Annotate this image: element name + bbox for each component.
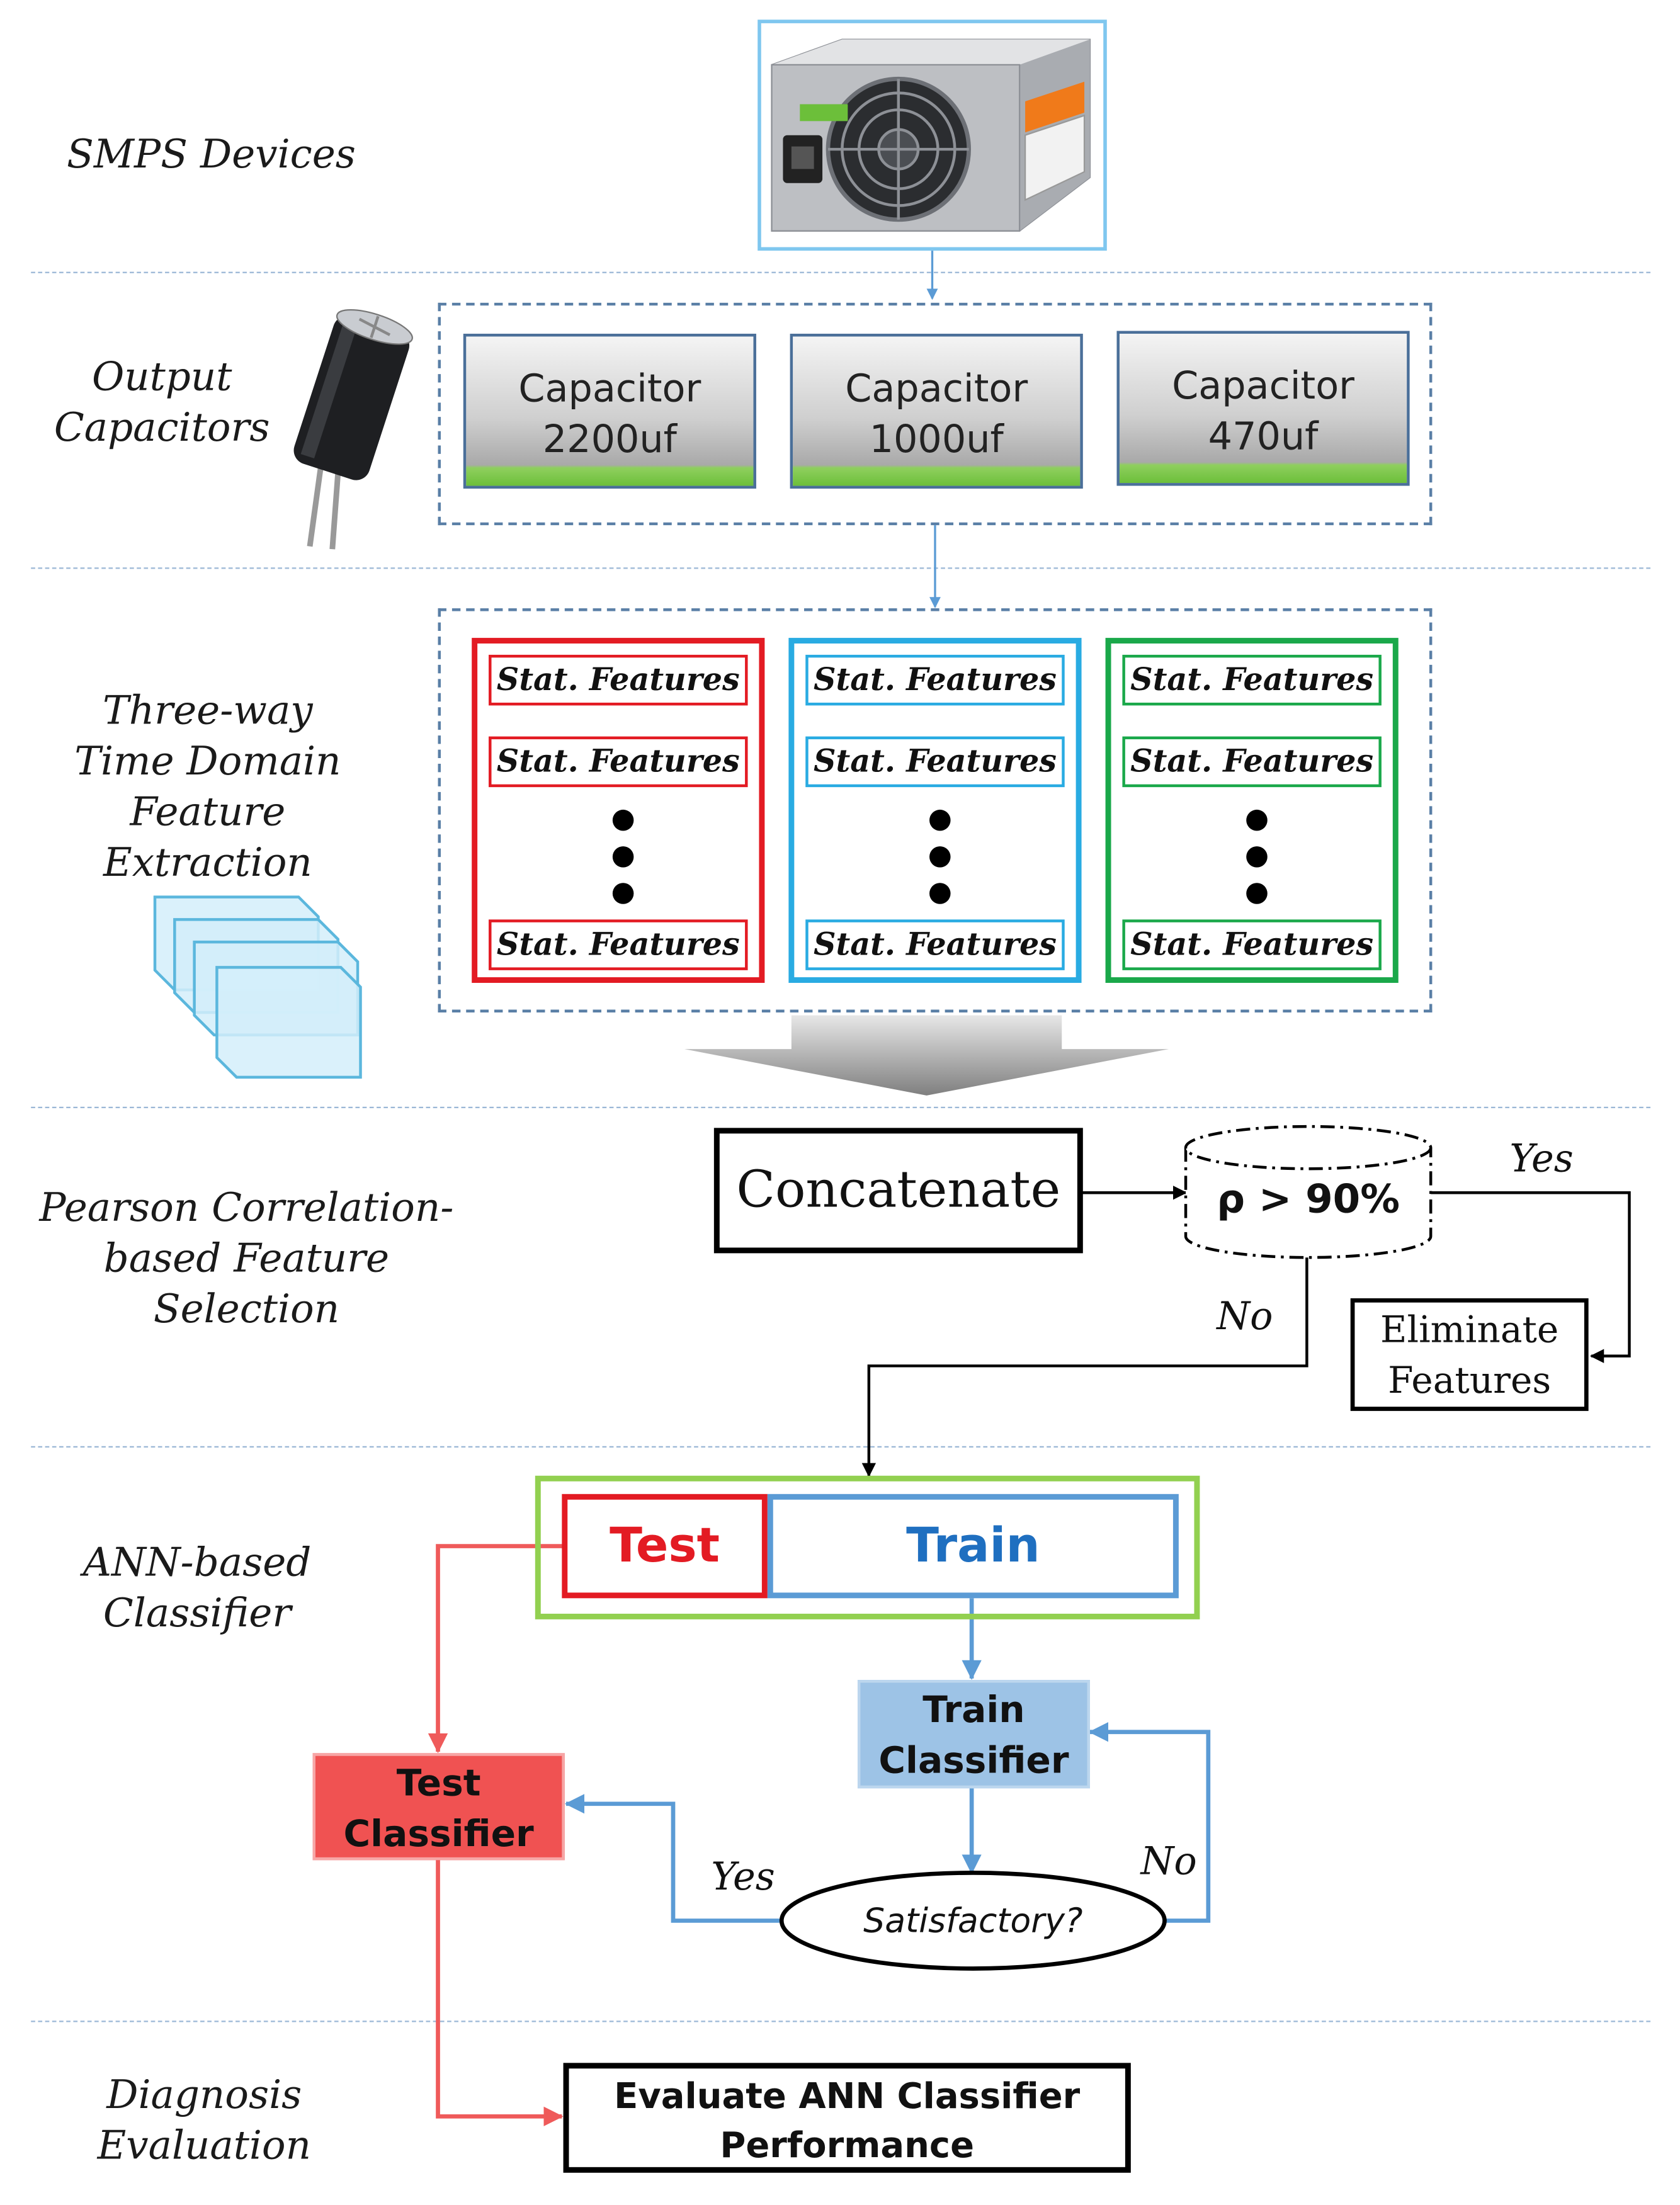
stage-separator <box>31 567 1651 569</box>
ellipsis-dot <box>929 809 951 831</box>
stat-features-box: Stat. Features <box>805 919 1065 970</box>
stage-label-evaluation: Diagnosis Evaluation <box>97 2071 311 2169</box>
stage-separator <box>31 1106 1651 1109</box>
stage-separator <box>31 2021 1651 2022</box>
feature-group-red: Stat. Features Stat. Features Stat. Feat… <box>472 638 765 983</box>
stat-features-box: Stat. Features <box>1122 736 1382 788</box>
eliminate-features-box: Eliminate Features <box>1350 1298 1589 1411</box>
train-split-box: Train <box>767 1494 1179 1599</box>
stage-label-classifier: ANN-based Classifier <box>82 1539 312 1636</box>
satisfactory-label: Satisfactory? <box>863 1901 1083 1941</box>
ellipsis-dot <box>612 809 634 831</box>
stage-label-smps: SMPS Devices <box>67 130 356 178</box>
ellipsis-dot <box>929 846 951 868</box>
test-split-box: Test <box>562 1494 768 1599</box>
evaluate-performance-box: Evaluate ANN Classifier Performance <box>563 2063 1131 2173</box>
concatenate-box: Concatenate <box>713 1128 1083 1254</box>
arrow-no-to-split <box>861 1257 1308 1477</box>
capacitors-group <box>438 302 1433 526</box>
stat-features-box: Stat. Features <box>1122 919 1382 970</box>
stage-separator <box>31 1446 1651 1448</box>
stage-label-feature-selection: Pearson Correlation- based Feature Selec… <box>39 1184 454 1332</box>
capacitor-box: Capacitor 2200uf <box>463 334 756 489</box>
correlation-threshold-label: ρ > 90% <box>1217 1176 1400 1223</box>
feature-extraction-group <box>438 608 1433 1012</box>
test-classifier-box: Test Classifier <box>312 1753 565 1861</box>
ellipsis-dot <box>929 883 951 904</box>
stat-features-box: Stat. Features <box>1122 654 1382 706</box>
yes-label: Yes <box>1509 1138 1574 1182</box>
ellipsis-dot <box>612 883 634 904</box>
satisfactory-ellipse <box>779 1871 1167 1971</box>
yes-label: Yes <box>711 1856 775 1900</box>
stat-features-box: Stat. Features <box>805 736 1065 788</box>
capacitor-box: Capacitor 470uf <box>1116 331 1410 486</box>
capacitor-box: Capacitor 1000uf <box>790 334 1083 489</box>
layers-image <box>153 895 362 1079</box>
no-label: No <box>1217 1295 1273 1339</box>
arrow-no-retrain <box>1088 1722 1211 1923</box>
capacitor-image <box>293 309 413 550</box>
power-supply-image <box>758 20 1107 251</box>
stat-features-box: Stat. Features <box>489 736 748 788</box>
ellipsis-dot <box>612 846 634 868</box>
stat-features-box: Stat. Features <box>489 919 748 970</box>
ellipsis-dot <box>1246 846 1268 868</box>
correlation-cylinder <box>1184 1125 1433 1259</box>
stage-label-feature-extraction: Three-way Time Domain Feature Extraction <box>74 687 341 886</box>
feature-group-green: Stat. Features Stat. Features Stat. Feat… <box>1105 638 1399 983</box>
big-down-arrow <box>684 1015 1169 1096</box>
stage-separator <box>31 271 1651 273</box>
ellipsis-dot <box>1246 883 1268 904</box>
stat-features-box: Stat. Features <box>489 654 748 706</box>
arrow-yes-to-test-classifier <box>564 1794 782 1923</box>
data-split-frame <box>535 1475 1200 1619</box>
arrow-test-classifier-to-evaluate <box>436 1859 564 2126</box>
feature-group-blue: Stat. Features Stat. Features Stat. Feat… <box>788 638 1082 983</box>
stat-features-box: Stat. Features <box>805 654 1065 706</box>
arrow-test-to-test-classifier <box>428 1544 564 1754</box>
arrow-yes-to-eliminate <box>1431 1191 1631 1363</box>
train-classifier-box: Train Classifier <box>857 1680 1090 1789</box>
ellipsis-dot <box>1246 809 1268 831</box>
stage-label-output-capacitors: Output Capacitors <box>54 353 270 451</box>
no-label: No <box>1140 1840 1197 1885</box>
